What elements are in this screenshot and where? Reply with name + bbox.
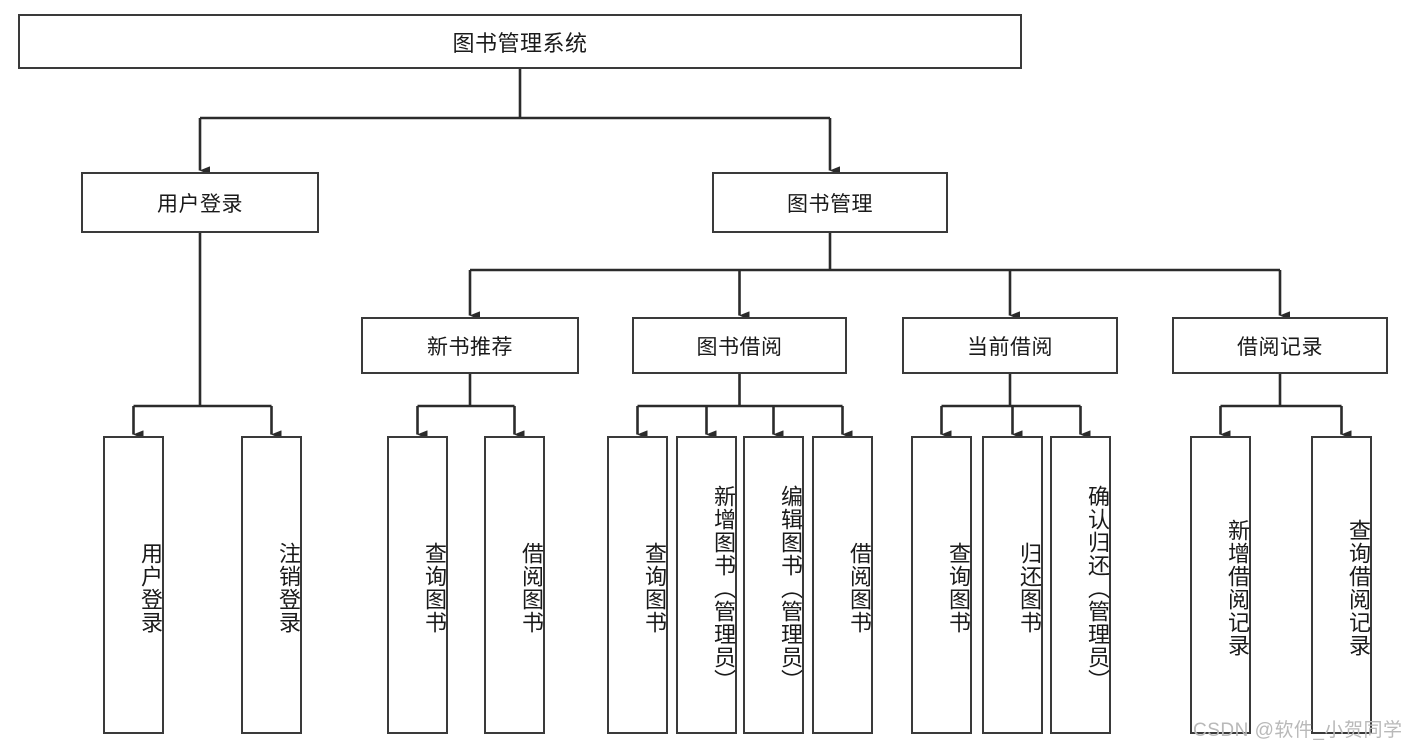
node-user-login[interactable]: 用户登录 [81, 172, 319, 233]
leaf-borrow-books-recommend[interactable]: 借阅图书 [484, 436, 545, 734]
leaf-confirm-return-admin[interactable]: 确认归还（管理员） [1050, 436, 1111, 734]
leaf-return-books[interactable]: 归还图书 [982, 436, 1043, 734]
leaf-query-books-current[interactable]: 查询图书 [911, 436, 972, 734]
node-new-book-recommend[interactable]: 新书推荐 [361, 317, 579, 374]
leaf-add-book-admin[interactable]: 新增图书（管理员） [676, 436, 737, 734]
node-borrow-records[interactable]: 借阅记录 [1172, 317, 1388, 374]
leaf-add-borrow-record[interactable]: 新增借阅记录 [1190, 436, 1251, 734]
node-root[interactable]: 图书管理系统 [18, 14, 1022, 69]
leaf-query-borrow-record[interactable]: 查询借阅记录 [1311, 436, 1372, 734]
node-book-borrow[interactable]: 图书借阅 [632, 317, 847, 374]
leaf-borrow-books[interactable]: 借阅图书 [812, 436, 873, 734]
leaf-edit-book-admin[interactable]: 编辑图书（管理员） [743, 436, 804, 734]
leaf-logout[interactable]: 注销登录 [241, 436, 302, 734]
node-book-management[interactable]: 图书管理 [712, 172, 948, 233]
node-current-borrow[interactable]: 当前借阅 [902, 317, 1118, 374]
leaf-query-books-borrow[interactable]: 查询图书 [607, 436, 668, 734]
leaf-user-login[interactable]: 用户登录 [103, 436, 164, 734]
watermark: CSDN @软件_小贺同学 [1193, 720, 1403, 741]
leaf-query-books-recommend[interactable]: 查询图书 [387, 436, 448, 734]
